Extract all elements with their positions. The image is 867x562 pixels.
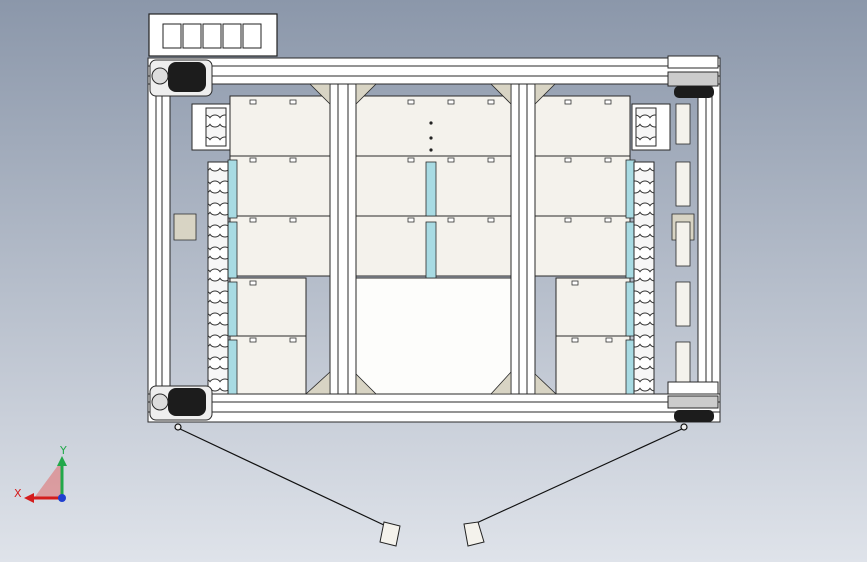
caster-wheel-icon[interactable] bbox=[667, 381, 719, 422]
accent-strips bbox=[227, 159, 636, 395]
caster-wheel-icon[interactable] bbox=[149, 385, 213, 421]
left-io-blocks[interactable] bbox=[191, 103, 231, 395]
triad-x-label: X bbox=[14, 487, 22, 500]
panel-slots bbox=[249, 99, 613, 343]
sensor-head-icon[interactable] bbox=[463, 521, 485, 547]
outer-frame[interactable] bbox=[147, 57, 721, 423]
sensor-cables bbox=[174, 423, 688, 527]
lower-panel-row[interactable] bbox=[229, 277, 631, 395]
caster-wheel-icon[interactable] bbox=[667, 55, 719, 98]
right-side-panels bbox=[675, 103, 691, 383]
sensor-head-icon[interactable] bbox=[379, 521, 401, 547]
title-block-icon bbox=[148, 13, 278, 57]
coordinate-triad-icon: Y X bbox=[14, 444, 67, 503]
right-io-blocks[interactable] bbox=[631, 103, 671, 395]
triad-y-label: Y bbox=[59, 444, 67, 457]
caster-wheel-icon[interactable] bbox=[149, 59, 213, 97]
center-posts[interactable] bbox=[329, 83, 536, 395]
